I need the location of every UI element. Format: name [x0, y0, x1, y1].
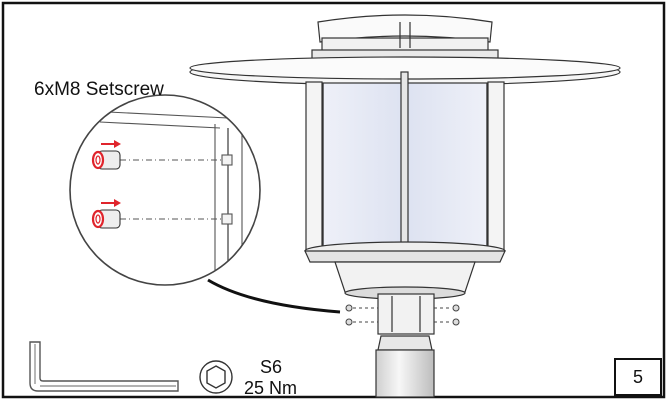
torque-label: 25 Nm [244, 378, 298, 398]
setscrew-2 [91, 209, 121, 229]
callout-detail [69, 94, 261, 286]
adapter-collar [377, 293, 435, 335]
setscrew-1 [91, 150, 121, 170]
setscrew-label: 6xM8 Setscrew [34, 79, 164, 100]
callout-leader [207, 278, 341, 314]
insert-arrow-icon [101, 140, 121, 207]
hex-key-icon [29, 341, 179, 392]
hex-socket-icon [199, 360, 233, 394]
lamp-head [189, 14, 621, 300]
step-number: 5 [632, 366, 643, 387]
tool-size-label: S6 [260, 357, 283, 377]
pole [375, 335, 435, 398]
step-number-box: 5 [614, 358, 662, 396]
collar-screws [345, 304, 460, 326]
